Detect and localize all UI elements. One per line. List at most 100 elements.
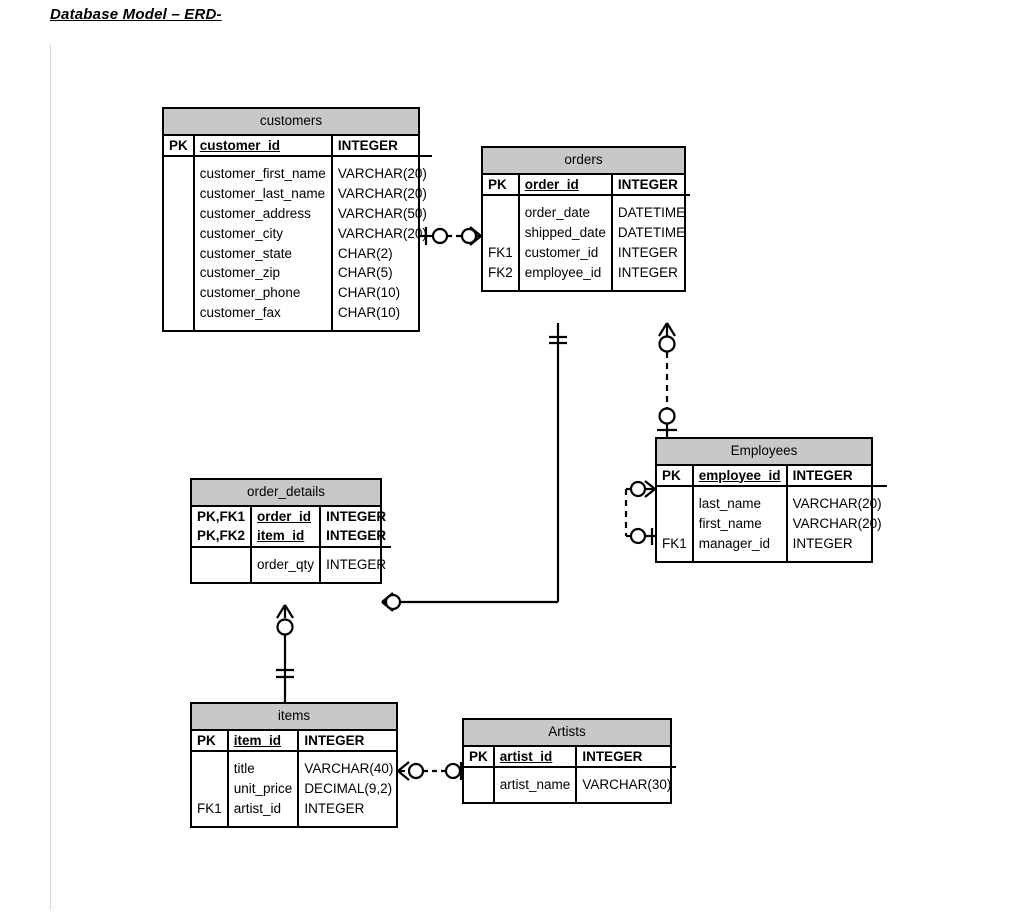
column-key xyxy=(483,223,520,243)
column-name: order_id xyxy=(524,176,579,192)
table-row: unit_price DECIMAL(9,2) xyxy=(192,779,398,799)
column-key xyxy=(164,184,195,204)
table-row: shipped_date DATETIME xyxy=(483,223,690,243)
column-name: customer_first_name xyxy=(193,164,333,185)
column-type: INTEGER xyxy=(792,467,853,483)
column-name: unit_price xyxy=(227,779,300,799)
column-name: last_name xyxy=(692,494,788,515)
entity-orders[interactable]: orders PK order_id INTEGER order_date DA… xyxy=(481,146,691,292)
column-key: PK xyxy=(657,465,694,486)
entity-customers[interactable]: customers PK customer_id INTEGER custome… xyxy=(162,107,432,332)
table-row: FK1 artist_id INTEGER xyxy=(192,798,398,819)
column-type: INTEGER xyxy=(617,244,678,260)
column-key: FK1 xyxy=(483,242,520,263)
table-row: first_name VARCHAR(20) xyxy=(657,514,887,534)
entity-artists-title: Artists xyxy=(464,720,670,747)
column-type: DECIMAL(9,2) xyxy=(304,781,393,797)
table-row: title VARCHAR(40) xyxy=(192,759,398,780)
column-name: title xyxy=(227,759,300,780)
table-row: customer_state CHAR(2) xyxy=(164,243,432,264)
column-key xyxy=(483,203,520,224)
column-name: customer_phone xyxy=(193,283,333,304)
spacer xyxy=(192,547,391,556)
column-name: customer_id xyxy=(518,242,613,263)
column-type: CHAR(2) xyxy=(337,245,393,261)
table-row: customer_fax CHAR(10) xyxy=(164,303,432,323)
column-type: INTEGER xyxy=(617,176,678,192)
column-type: INTEGER xyxy=(326,557,387,573)
column-type: VARCHAR(20) xyxy=(792,516,882,532)
entity-employees[interactable]: Employees PK employee_id INTEGER last_na… xyxy=(655,437,887,563)
column-name: manager_id xyxy=(692,533,788,554)
table-row: customer_city VARCHAR(20) xyxy=(164,223,432,244)
column-type: INTEGER xyxy=(337,137,398,153)
column-type: INTEGER xyxy=(304,732,365,748)
table-row: PK artist_id INTEGER xyxy=(464,746,676,767)
column-type: INTEGER xyxy=(582,748,643,764)
column-name: shipped_date xyxy=(518,223,613,243)
spacer xyxy=(464,767,676,776)
column-key xyxy=(657,494,694,515)
entity-employees-title: Employees xyxy=(657,439,871,466)
column-type: CHAR(10) xyxy=(337,285,401,301)
column-key xyxy=(164,223,195,244)
column-name: customer_state xyxy=(193,243,333,264)
column-type: INTEGER xyxy=(326,528,387,544)
entity-items[interactable]: items PK item_id INTEGER title VARCHAR(4… xyxy=(190,702,399,828)
column-name: artist_id xyxy=(227,798,300,819)
column-name: customer_zip xyxy=(193,263,333,284)
column-key: FK1 xyxy=(657,533,694,554)
table-row: FK1 manager_id INTEGER xyxy=(657,533,887,554)
column-type: INTEGER xyxy=(792,535,853,551)
entity-order-details[interactable]: order_details PK,FK1 order_id INTEGER PK… xyxy=(190,478,392,584)
entity-order-details-title: order_details xyxy=(192,480,380,507)
column-type: DATETIME xyxy=(617,225,686,241)
column-key xyxy=(464,775,495,796)
entity-items-title: items xyxy=(192,704,396,731)
table-row: FK1 customer_id INTEGER xyxy=(483,242,690,263)
column-key: FK2 xyxy=(483,262,520,283)
column-key xyxy=(164,303,195,323)
column-key: PK xyxy=(192,730,229,751)
column-type: VARCHAR(50) xyxy=(337,205,427,221)
spacer xyxy=(192,818,398,826)
column-type: VARCHAR(20) xyxy=(337,166,427,182)
table-row: PK employee_id INTEGER xyxy=(657,465,887,486)
spacer xyxy=(464,795,676,803)
table-row: customer_phone CHAR(10) xyxy=(164,283,432,304)
column-key: PK xyxy=(164,135,195,156)
column-name: customer_city xyxy=(193,223,333,244)
table-row: PK,FK2 item_id INTEGER xyxy=(192,526,391,547)
column-type: INTEGER xyxy=(304,800,365,816)
column-type: VARCHAR(20) xyxy=(337,186,427,202)
spacer xyxy=(657,553,887,561)
entity-orders-title: orders xyxy=(483,148,684,175)
spacer xyxy=(483,195,690,204)
column-key xyxy=(657,514,694,534)
column-type: CHAR(5) xyxy=(337,265,393,281)
relationship-orders-employees xyxy=(657,322,677,437)
relationship-items-artists xyxy=(397,761,463,781)
spacer xyxy=(657,486,887,495)
column-key: PK xyxy=(483,174,520,195)
table-row: customer_address VARCHAR(50) xyxy=(164,203,432,224)
spacer xyxy=(192,574,391,582)
table-row: customer_zip CHAR(5) xyxy=(164,263,432,284)
column-key: PK xyxy=(464,746,495,767)
column-key xyxy=(164,164,195,185)
column-name: first_name xyxy=(692,514,788,534)
table-row: PK item_id INTEGER xyxy=(192,730,398,751)
column-key: FK1 xyxy=(192,798,229,819)
column-key xyxy=(164,243,195,264)
entity-artists[interactable]: Artists PK artist_id INTEGER artist_name… xyxy=(462,718,677,805)
spacer xyxy=(164,156,432,165)
column-name: employee_id xyxy=(518,262,613,283)
column-key xyxy=(192,555,253,575)
column-name: artist_name xyxy=(493,775,578,796)
column-key xyxy=(164,283,195,304)
column-type: VARCHAR(30) xyxy=(582,777,672,793)
table-row: last_name VARCHAR(20) xyxy=(657,494,887,515)
column-type: VARCHAR(40) xyxy=(304,761,394,777)
column-key xyxy=(164,263,195,284)
column-name: order_id xyxy=(257,508,312,524)
